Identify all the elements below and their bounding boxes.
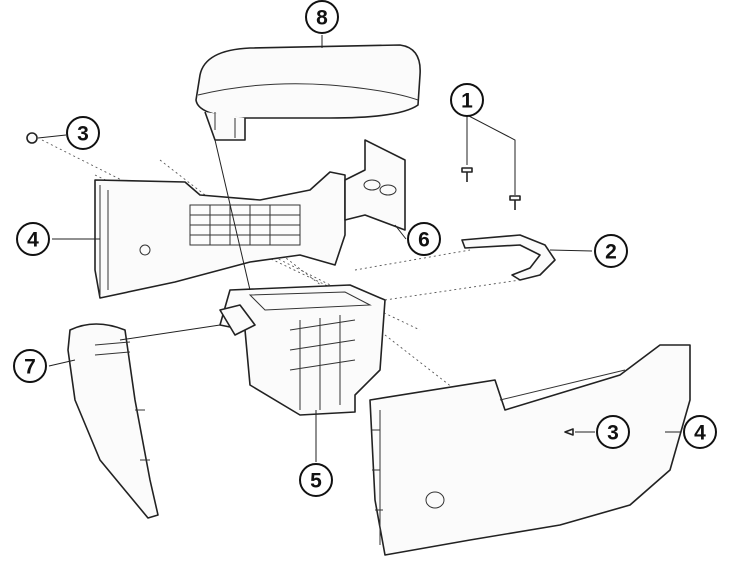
svg-text:3: 3: [607, 422, 619, 445]
armrest-part: [195, 44, 421, 141]
bracket-part: [344, 139, 406, 231]
callout-8: 8: [305, 0, 339, 34]
svg-text:8: 8: [316, 7, 328, 30]
svg-text:7: 7: [24, 356, 36, 379]
svg-text:4: 4: [27, 229, 39, 252]
callout-3-bottom: 3: [596, 415, 630, 449]
callout-5: 5: [299, 463, 333, 497]
right-side-panel-part: [369, 344, 691, 556]
left-side-panel-part: [94, 171, 346, 299]
callout-7: 7: [13, 349, 47, 383]
screws-part: [461, 114, 521, 210]
callout-4-left: 4: [16, 222, 50, 256]
svg-text:5: 5: [310, 470, 322, 493]
callout-1: 1: [450, 83, 484, 117]
svg-text:2: 2: [605, 241, 617, 264]
leader-lines: [37, 35, 681, 462]
callout-4-right: 4: [683, 415, 717, 449]
rear-end-cover-part: [67, 323, 159, 519]
callout-3-top: 3: [66, 116, 100, 150]
support-bracket-part: [461, 234, 556, 281]
callout-6: 6: [407, 222, 441, 256]
console-box-part: [219, 284, 386, 416]
svg-text:6: 6: [418, 229, 430, 252]
svg-text:1: 1: [461, 90, 473, 113]
svg-text:4: 4: [694, 422, 706, 445]
svg-text:3: 3: [77, 123, 89, 146]
callout-2: 2: [594, 234, 628, 268]
clip-parts: [26, 132, 574, 436]
